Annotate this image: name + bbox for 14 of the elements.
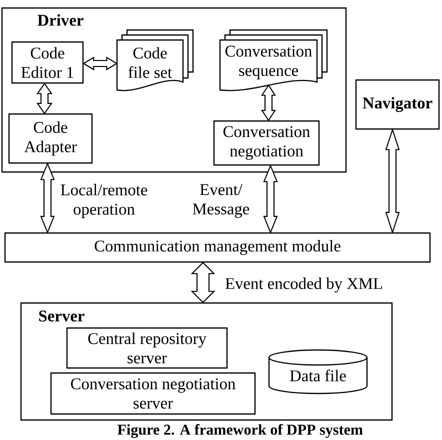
module-box: Conversation negotiation	[213, 120, 320, 166]
module-box: Communication management module	[4, 232, 431, 263]
module-box: Code Editor 1	[11, 41, 84, 84]
edge-label: Event encoded by XML	[224, 276, 384, 294]
document-stack: Conversation sequence	[219, 29, 328, 92]
document-stack: Code file set	[116, 29, 194, 92]
module-box: Navigator	[355, 79, 440, 130]
database-cylinder: Data file	[268, 349, 368, 394]
caption: Figure 2. A framework of DPP system	[118, 424, 363, 438]
edge-label: Local/remote operation	[55, 182, 153, 220]
module-box: Conversation negotiation server	[50, 372, 256, 415]
module-box: Central repository server	[66, 327, 228, 369]
edge-label: Event/ Message	[186, 182, 256, 220]
module-box: Code Adapter	[8, 113, 93, 164]
